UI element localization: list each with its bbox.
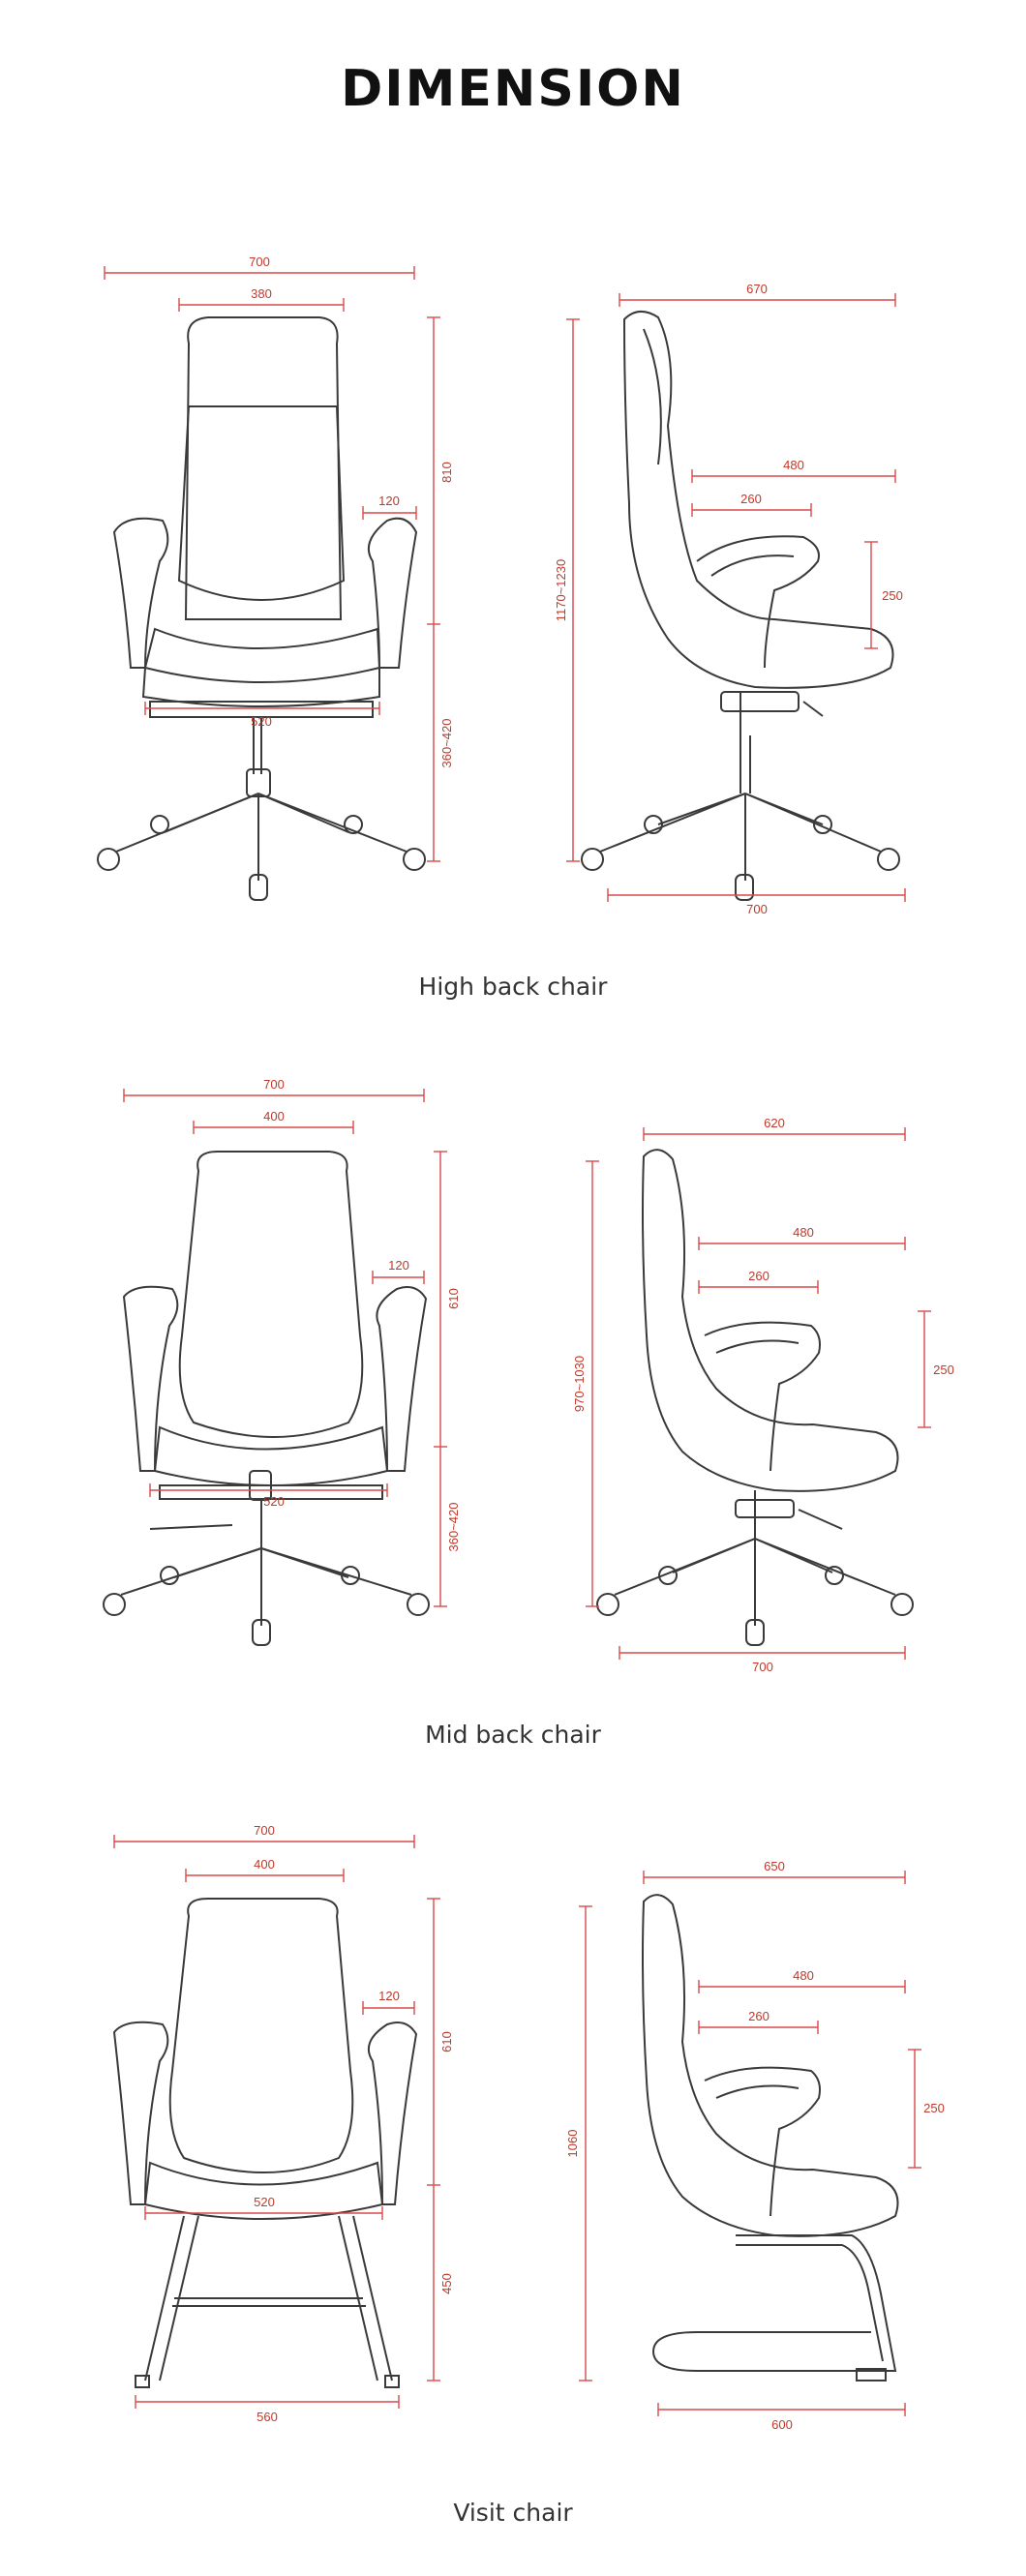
dim-base-depth: 700 — [746, 902, 768, 916]
dim-arm-depth: 260 — [740, 492, 762, 506]
side-view-drawing — [581, 311, 900, 901]
dim-seat-height: 450 — [439, 2273, 454, 2294]
dim-overall-width: 700 — [249, 255, 270, 269]
side-view-drawing — [642, 1894, 899, 2381]
dim-base-depth: 600 — [771, 2417, 793, 2432]
dim-back-height: 610 — [439, 2031, 454, 2052]
front-view-drawing — [112, 1898, 418, 2388]
dim-arm-height: 250 — [933, 1363, 954, 1377]
dimension-labels: 700 400 120 520 560 610 450 650 480 260 … — [254, 1823, 945, 2432]
caption-high-back: High back chair — [418, 973, 608, 1001]
caption-visit: Visit chair — [453, 2499, 573, 2527]
dim-back-width: 400 — [263, 1109, 285, 1123]
dim-back-width: 400 — [254, 1857, 275, 1872]
dim-seat-height: 360~420 — [446, 1503, 461, 1552]
dim-arm-width: 120 — [378, 1989, 400, 2003]
dim-total-height: 1170~1230 — [554, 559, 568, 621]
dimension-lines — [113, 1835, 921, 2416]
dimension-labels: 700 380 120 520 810 360~420 670 480 260 … — [249, 255, 903, 916]
dimension-lines — [104, 266, 906, 902]
dim-seat-depth: 480 — [783, 458, 804, 472]
dim-arm-width: 120 — [378, 494, 400, 508]
high-back-chair-diagram: 700 380 120 520 810 360~420 670 480 260 … — [97, 255, 906, 916]
dim-back-width: 380 — [251, 286, 272, 301]
dim-back-height: 610 — [446, 1288, 461, 1309]
dim-seat-depth: 480 — [793, 1968, 814, 1983]
dim-arm-width: 120 — [388, 1258, 409, 1273]
side-view-drawing — [596, 1149, 914, 1646]
dim-overall-width: 700 — [254, 1823, 275, 1838]
page-title: DIMENSION — [341, 60, 685, 118]
front-view-drawing — [103, 1151, 430, 1646]
dim-seat-height: 360~420 — [439, 719, 454, 768]
dim-back-height: 810 — [439, 462, 454, 483]
dim-seat-width: 520 — [251, 714, 272, 729]
caption-mid-back: Mid back chair — [425, 1721, 601, 1749]
dim-depth-top: 670 — [746, 282, 768, 296]
dim-arm-height: 250 — [882, 588, 903, 603]
dim-total-height: 970~1030 — [572, 1356, 587, 1412]
front-view-drawing — [97, 316, 426, 901]
dim-arm-depth: 260 — [748, 1269, 770, 1283]
mid-back-chair-diagram: 700 400 120 520 610 360~420 620 480 260 … — [103, 1077, 954, 1674]
dim-seat-width: 520 — [254, 2195, 275, 2209]
dim-base-width: 560 — [256, 2410, 278, 2424]
dim-depth-top: 650 — [764, 1859, 785, 1873]
visit-chair-diagram: 700 400 120 520 560 610 450 650 480 260 … — [112, 1823, 945, 2432]
dim-overall-width: 700 — [263, 1077, 285, 1092]
dim-seat-width: 520 — [263, 1494, 285, 1509]
dim-arm-height: 250 — [923, 2101, 945, 2115]
dimension-labels: 700 400 120 520 610 360~420 620 480 260 … — [263, 1077, 954, 1674]
dim-total-height: 1060 — [565, 2130, 580, 2158]
dim-seat-depth: 480 — [793, 1225, 814, 1240]
dim-arm-depth: 260 — [748, 2009, 770, 2023]
dim-depth-top: 620 — [764, 1116, 785, 1130]
dim-base-depth: 700 — [752, 1660, 773, 1674]
dimension-lines — [123, 1089, 931, 1660]
